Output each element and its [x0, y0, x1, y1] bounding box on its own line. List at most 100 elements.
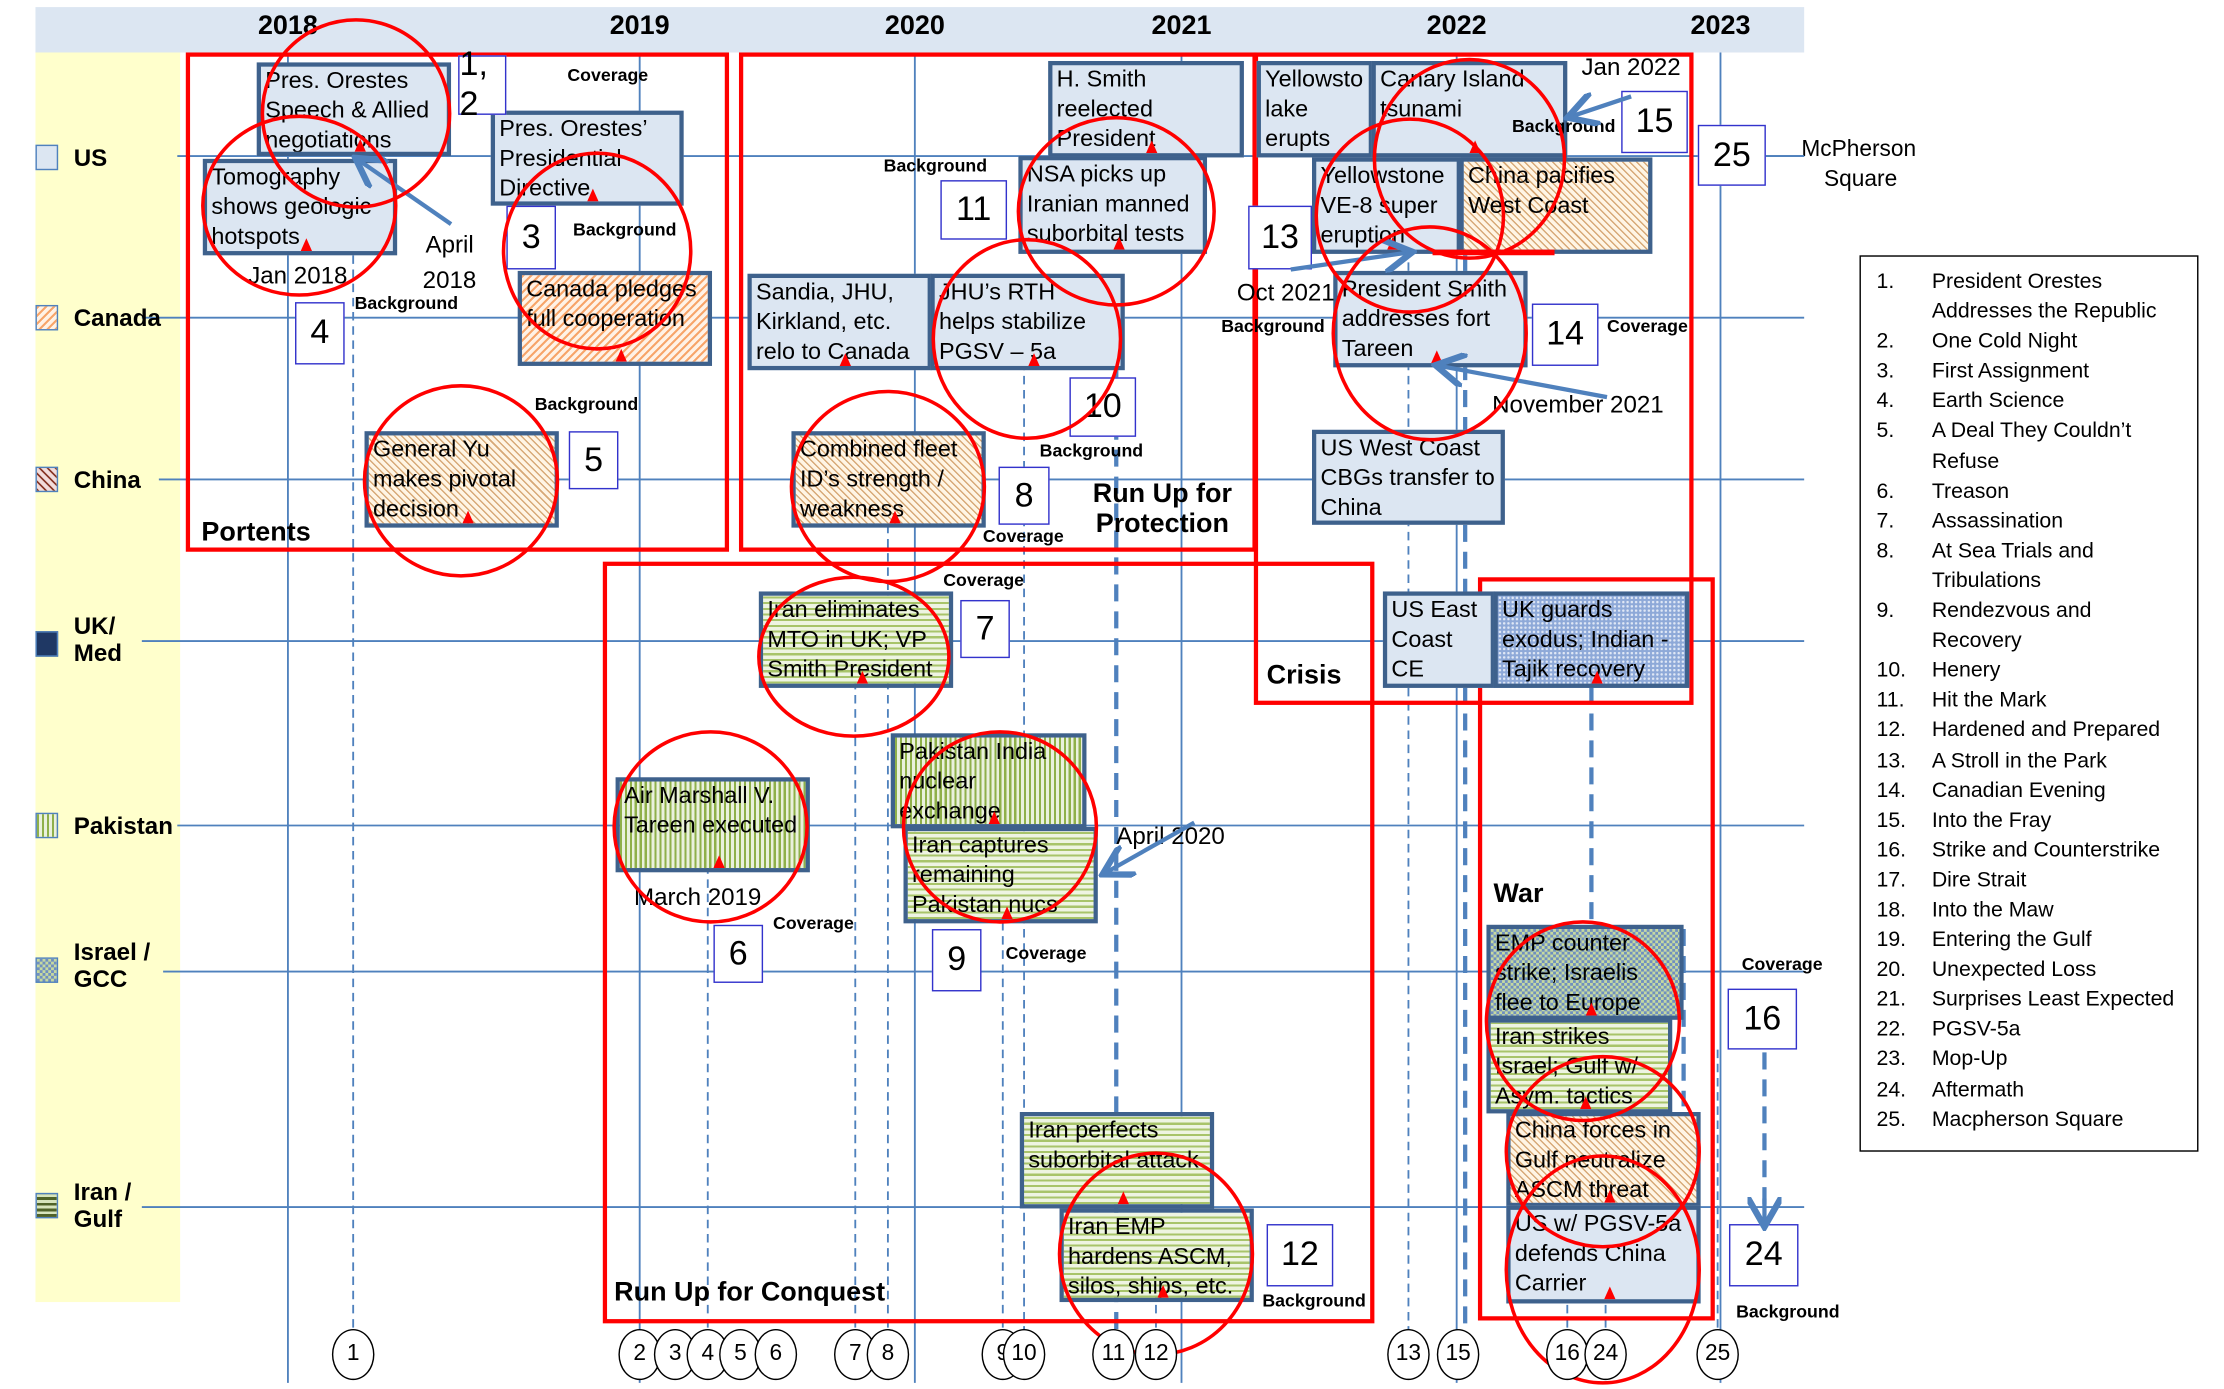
episode-number-box[interactable]: 14 [1531, 303, 1599, 366]
legend-number: 20. [1876, 957, 1907, 982]
event-box[interactable]: Iran eliminates MTO in UK; VP Smith Pres… [758, 591, 954, 688]
episode-marker[interactable]: 15 [1436, 1329, 1480, 1381]
episode-marker[interactable]: 6 [754, 1329, 798, 1381]
marker-triangle-icon [712, 855, 725, 869]
event-box[interactable]: JHU’s RTH helps stabilize PGSV – 5a [930, 273, 1125, 371]
episode-marker[interactable]: 1 [331, 1329, 375, 1381]
highlight-circle [789, 389, 987, 584]
iran-gulf-swatch [35, 1192, 59, 1219]
legend-title: Into the Fray [1931, 808, 2052, 833]
episode-marker[interactable]: 16 [1546, 1329, 1589, 1381]
legend-number: 16. [1876, 837, 1907, 863]
legend-item: 18.Into the Maw [1861, 895, 2197, 925]
legend-number: 4. [1876, 389, 1895, 414]
episode-number-box[interactable]: 13 [1248, 205, 1312, 270]
episode-number-box[interactable]: 3 [506, 205, 557, 270]
event-box[interactable]: Sandia, JHU, Kirkland, etc. relo to Cana… [747, 273, 932, 371]
background-tag: Background [1736, 1302, 1840, 1322]
episode-number-box[interactable]: 10 [1069, 377, 1137, 437]
region-portents [185, 52, 730, 552]
highlight-circle [757, 575, 951, 738]
highlight-circle [1504, 1054, 1701, 1249]
episode-number-box[interactable]: 9 [931, 929, 982, 992]
episode-number-box[interactable]: 16 [1727, 988, 1798, 1050]
track-label-ukmed: UK/ Med [73, 612, 122, 667]
marker-triangle-icon [353, 139, 366, 152]
event-box[interactable]: EMP counter strike; Israelis flee to Eur… [1486, 924, 1684, 1020]
highlight-circle [1314, 117, 1506, 314]
canada-swatch [35, 304, 59, 331]
year-label: 2022 [1426, 11, 1487, 42]
episode-number-box[interactable]: 25 [1697, 124, 1766, 186]
episode-number-box[interactable]: 24 [1728, 1224, 1799, 1287]
year-label: 2019 [609, 11, 670, 42]
episode-marker[interactable]: 24 [1584, 1329, 1627, 1381]
legend-title: Dire Strait [1931, 867, 2027, 892]
region-label-war: War [1493, 879, 1544, 910]
event-text: Iran eliminates MTO in UK; VP Smith Pres… [767, 597, 933, 683]
marker-triangle-icon [1000, 906, 1013, 920]
event-box[interactable]: Iran EMP hardens ASCM, silos, ships, etc… [1059, 1208, 1254, 1303]
legend-item: 3.First Assignment [1861, 356, 2197, 386]
event-text: General Yu makes pivotal decision [373, 436, 517, 522]
legend-number: 22. [1876, 1017, 1907, 1042]
legend-title: Aftermath [1931, 1077, 2025, 1102]
highlight-circle [1484, 920, 1682, 1123]
marker-triangle-icon [614, 348, 627, 362]
episode-marker[interactable]: 8 [866, 1329, 910, 1381]
background-tag: Background [1039, 441, 1144, 461]
background-tag: Background [1262, 1290, 1366, 1311]
year-label: 2023 [1690, 11, 1751, 42]
event-box[interactable]: US West Coast CBGs transfer to China [1311, 429, 1505, 525]
event-box[interactable]: China pacifies West Coast [1459, 157, 1653, 254]
highlight-circle [1504, 1154, 1701, 1385]
episode-marker[interactable]: 10 [1002, 1329, 1046, 1381]
episode-marker[interactable]: 3 [653, 1329, 697, 1381]
episode-marker[interactable]: 11 [1092, 1329, 1135, 1381]
legend-item: 12.Hardened and Prepared [1861, 715, 2197, 745]
legend-title: Into the Maw [1931, 897, 2054, 922]
episode-marker[interactable]: 13 [1387, 1329, 1430, 1381]
highlight-circle [201, 114, 398, 297]
episode-number-box[interactable]: 1, 2 [458, 45, 507, 123]
episode-number-box[interactable]: 15 [1621, 90, 1688, 154]
episode-number-box[interactable]: 12 [1266, 1224, 1334, 1287]
legend-title: A Deal They Couldn’t Refuse [1931, 419, 2132, 474]
legend-title: Hit the Mark [1931, 688, 2047, 713]
date-label: Oct 2021 [1236, 279, 1335, 307]
marker-triangle-icon [1603, 1190, 1615, 1203]
marker-triangle-icon [461, 510, 474, 524]
event-text: US East Coast CE transfer t [1391, 597, 1478, 683]
event-box[interactable]: Air Marshall V. Tareen executed [615, 777, 810, 873]
legend-number: 5. [1876, 419, 1895, 444]
track-label-column [35, 52, 181, 1303]
episode-marker[interactable]: 12 [1134, 1329, 1178, 1381]
year-label: 2020 [884, 11, 945, 42]
ukmed-swatch [35, 631, 59, 657]
episode-number-box[interactable]: 6 [713, 924, 764, 983]
highlight-circle [362, 384, 560, 578]
event-box[interactable]: China forces in Gulf neutralize ASCM thr… [1506, 1112, 1701, 1208]
event-box[interactable]: UK guards exodus; Indian - Tajik recover… [1493, 591, 1690, 688]
episode-number-box[interactable]: 8 [998, 466, 1050, 525]
event-box[interactable]: H. Smith reelected President [1048, 60, 1244, 158]
event-box[interactable]: Combined fleet ID’s strength / weakness [791, 431, 986, 528]
event-box[interactable]: General Yu makes pivotal decision [364, 431, 559, 528]
date-label: 2018 [422, 266, 477, 294]
legend-item: 5. A Deal They Couldn’t Refuse [1861, 416, 2197, 476]
episode-number-box[interactable]: 11 [940, 180, 1008, 240]
event-text: Air Marshall V. Tareen executed [624, 782, 798, 839]
episode-number-box[interactable]: 7 [960, 599, 1010, 659]
track-label-iran-gulf: Iran / Gulf [73, 1178, 132, 1233]
event-box[interactable]: US East Coast CE transfer t [1382, 591, 1495, 688]
event-box[interactable]: Canada pledges full cooperation [517, 270, 713, 366]
region-war [1477, 577, 1715, 1321]
mcpherson-label: McPherson [1801, 137, 1917, 162]
episode-number-box[interactable]: 4 [295, 302, 345, 365]
episode-number-box[interactable]: 5 [568, 431, 619, 490]
legend-number: 8. [1876, 538, 1895, 563]
legend-item: 21.Surprises Least Expected [1861, 985, 2197, 1015]
episode-marker[interactable]: 25 [1696, 1329, 1739, 1381]
event-text: China pacifies West Coast [1468, 163, 1616, 219]
event-box[interactable]: Yellowsto lake erupts [1256, 60, 1373, 158]
